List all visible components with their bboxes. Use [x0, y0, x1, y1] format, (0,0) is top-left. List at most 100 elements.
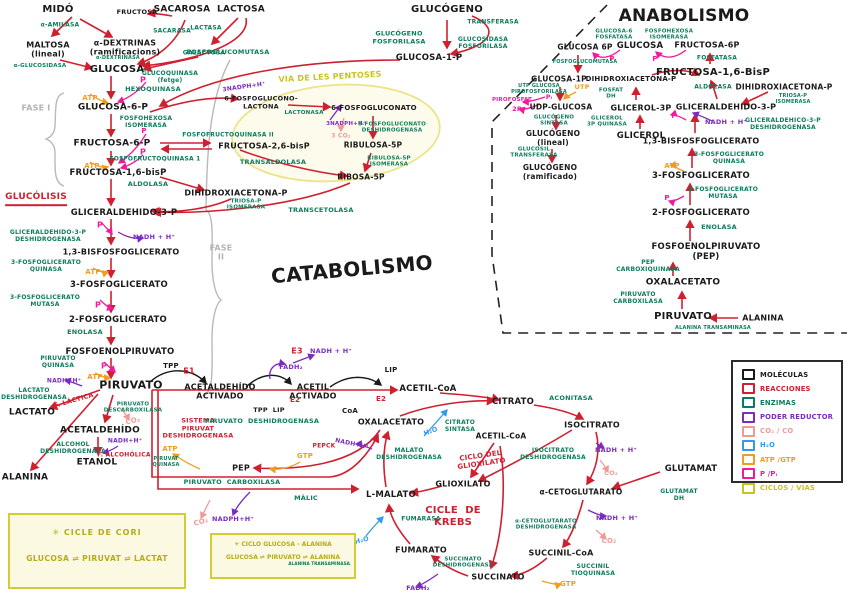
sacarasa: SACARASA [153, 27, 191, 35]
fosfoglucomutasa: FOSFOGLUCOMUTASA [186, 48, 270, 57]
tpp-lip: TPP LIP [253, 406, 285, 415]
atp-pq: ATP [162, 444, 178, 453]
oxalacetato-ana: OXALACETATO [645, 277, 721, 288]
fumarato: FUMARATO [395, 545, 447, 555]
piruvato-carboxilasa: PIRUVATO CARBOXILASA [183, 478, 281, 487]
ribosa-5p: RIBOSA-5P [337, 172, 385, 182]
piruvato-quinasa: PIRUVATO QUINASA [40, 354, 76, 369]
fosfoglicerato-quinasa: 3-FOSFOGLICERATO QUINASA [10, 258, 82, 273]
glucose-alanine-note-enzyme: ALANINA TRANSAMINASA [288, 562, 350, 567]
pirofosfat: PIROFOSFAT [491, 96, 533, 103]
piruvato-deshidrogenasa: PIRUVATO DESHIDROGENASA [204, 417, 320, 426]
sacarosa: SACAROSA [153, 4, 211, 15]
legend-item-6: ATP /GTP [742, 454, 841, 466]
transcetolasa: TRANSCETOLASA [288, 206, 354, 215]
legend-swatch-icon [742, 454, 755, 466]
glucosidasa-fosforilasa: GLUCOSIDASA FOSFORILASA [457, 35, 509, 50]
aldolasa: ALDOLASA [127, 180, 169, 189]
citrato-sintasa: CITRATO SINTASA [444, 418, 476, 433]
isocitrato: ISOCITRATO [564, 420, 620, 430]
co2-6pgdh: 3 CO₂ [331, 132, 351, 140]
legend-label: CO₂ / CO [760, 427, 794, 436]
fosfoglucono-lactona: 6-FOSFOGLUCONO- LACTONA [224, 94, 298, 110]
citrato: CITRATO [491, 396, 535, 407]
legend-label: MOLÉCULAS [760, 370, 809, 379]
p-pfk1: P [139, 147, 147, 157]
aconitasa: ACONITASA [549, 394, 593, 403]
glucogeno-ramificado: GLUCÓGENO (ramificado) [522, 163, 578, 181]
lactosa: LACTOSA [217, 4, 265, 15]
legend-item-1: REACCIONES [742, 383, 841, 395]
mido: MIDÓ [42, 4, 74, 16]
orange-atp-arrows [89, 91, 685, 590]
glucosa-6p-ana: GLUCOSA 6P [557, 42, 613, 52]
fosfoglicerato-quinasa-ana: 3-FOSFOGLICERATO QUINASA [693, 150, 765, 165]
dihidroxiacetona-p-ana-2: DIHIDROXIACETONA-P [735, 82, 833, 92]
udp-glucosa: UDP-GLUCOSA [529, 102, 593, 112]
cori-cycle-note: ✳ CICLE DE CORI GLUCOSA ⇌ PIRUVAT ⇌ LACT… [8, 513, 186, 589]
via-pentoses: VIA DE LES PENTOSES [278, 69, 382, 84]
legend-swatch-icon [742, 425, 755, 437]
enzim-malic: MÀLIC [294, 494, 318, 503]
purple-reducing-arrows [63, 103, 713, 589]
glutamat-dh: GLUTAMAT DH [660, 487, 698, 502]
alfa-cetoglutarato-dh: α-CETOGLUTARATO DESHIDROGENASA [515, 518, 577, 531]
glucosil-transferasa: GLUCOSIL TRANSFERASA [510, 146, 558, 159]
legend-item-8: CICLOS / VÍAS [742, 482, 841, 494]
oxalacetato: OXALACETATO [357, 417, 425, 427]
black-pdh-arrows [149, 370, 383, 388]
glucoquinasa: GLUCOQUINASA (fetge) [141, 69, 199, 84]
succinato-deshidrogenasa: SUCCINATO DESHIDROGENASA [432, 556, 494, 569]
lactato: LACTATO [8, 407, 56, 418]
h2o-fumarasa: H₂O [353, 534, 370, 546]
legend-label: PODER REDUCTOR [760, 413, 834, 422]
fosfofructoquinasa-2: FOSFOFRUCTOQUINASA II [182, 131, 274, 139]
p-gapdh: P [96, 220, 104, 230]
succinil-coa: SUCCINIL-CoA [528, 548, 594, 558]
enolasa: ENOLASA [67, 328, 103, 337]
pep-carboxiquinasa: PEP CARBOXIQUINASA [616, 258, 680, 273]
alfa-amilasa: α-AMILASA [40, 21, 80, 29]
piruvat-quinasa: PIRUVAT QUINASA [152, 456, 180, 468]
atp-pfk1: ATP [84, 161, 100, 170]
fosfoenolpiruvato: FOSFOENOLPIRUVATO [65, 346, 175, 357]
gliceraldehido-3-p: GLICERALDEHIDO-3-P [70, 207, 178, 218]
acetil-coa-glioxilato: ACETIL-CoA [475, 431, 527, 441]
h2o-citrato-sintasa: H₂O [422, 424, 439, 438]
gapdh-ana: GLICERALDEHICO-3-P DESHIDROGENASA [745, 116, 821, 131]
nadph-g6pdh: 3NADPH+H⁺ [222, 80, 266, 94]
glucogeno-sintasa: GLUCÓGENO SINTASA [533, 114, 575, 127]
cori-note-title: ✳ CICLE DE CORI [52, 528, 142, 537]
legend-item-0: MOLÉCULAS [742, 369, 841, 380]
nadh-gapdh: NADH + H⁺ [133, 233, 175, 242]
piruvato-carboxilasa-ana: PIRUVATO CARBOXILASA [613, 290, 663, 305]
legend-item-7: P /Pᵢ [742, 468, 841, 480]
alcohol-deshidrogenasa: ALCOHOL DESHIDROGENASA [40, 440, 106, 455]
gliceraldehido-3-p-ana: GLICERALDEHIDO-3-P [675, 102, 777, 112]
acetaldehido: ACETALDEHÍDO [60, 425, 140, 436]
p-f26: P [141, 126, 147, 135]
aldolasa-ana: ALDOLASA [694, 83, 732, 91]
co2-akg-dh: CO₂ [601, 536, 617, 545]
glucosa: GLUCOSA [89, 64, 145, 76]
fructosa-2-6-bisp: FRUCTOSA-2,6-bisP [218, 141, 310, 151]
atp-hexoquinasa: ATP [82, 93, 98, 102]
piruvato: PIRUVATO [99, 378, 163, 392]
lip: LIP [384, 365, 398, 374]
ribulosa-5p: RIBULOSA-5P [343, 140, 403, 150]
legend-label: ENZIMAS [760, 398, 797, 407]
legend-label: ATP /GTP [760, 455, 796, 464]
fosfofructoquinasa-1: FOSFOFRUCTOQUINASA 1 [109, 155, 201, 163]
nadh-ldh: NADH+H⁺ [46, 377, 82, 385]
legend-swatch-icon [742, 482, 755, 494]
p-fosfatasa-1: P [609, 54, 615, 63]
nadh-adh: NADH+H⁺ [107, 437, 143, 445]
p-hexoquinasa: P [139, 75, 147, 85]
glucose-alanine-cycle-note: ✳ CICLO GLUCOSA - ALANINA GLUCOSA ⇌ PIRU… [210, 533, 356, 579]
ciclo-glioxilato: CICLO DEL GLIOXILATO [456, 448, 507, 472]
e2-a: E2 [289, 395, 301, 404]
succinil-tioquinasa: SUCCINIL TIOQUINASA [570, 562, 616, 577]
